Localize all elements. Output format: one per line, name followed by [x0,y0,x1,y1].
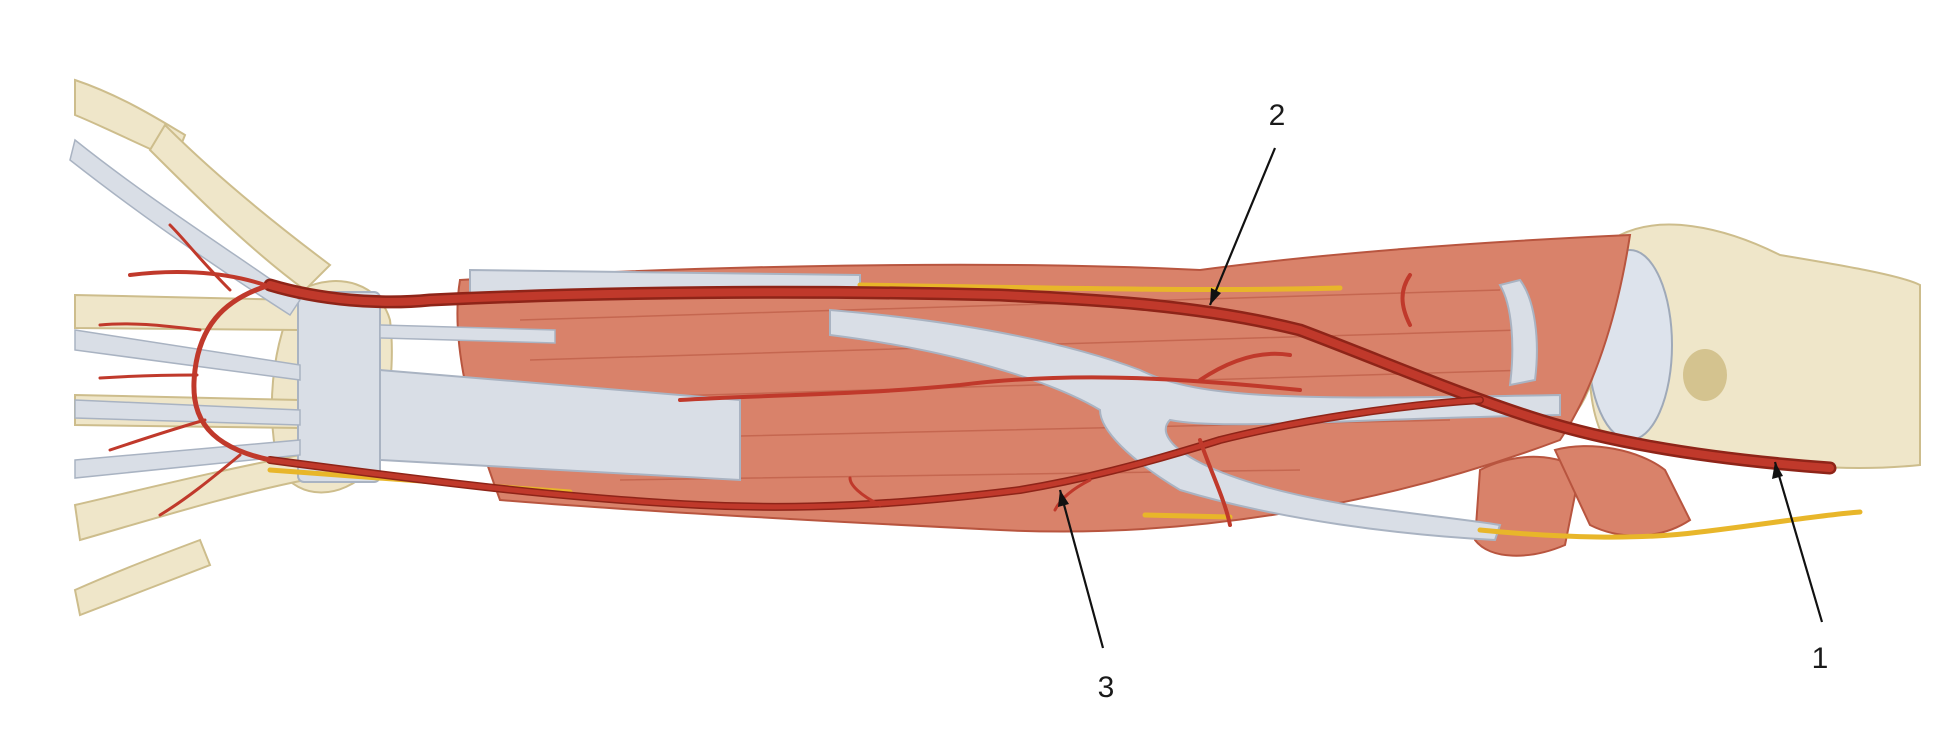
aponeurosis-y [829,308,1561,542]
leader-lines [1058,147,1824,649]
digital-artery-5 [108,418,207,452]
label-3: 3 [1098,671,1115,704]
muscular-branch-3 [1053,478,1092,512]
condyle-pit [1683,349,1727,401]
interosseous-branch [678,375,1302,402]
tendon-to-fingers-2 [74,399,301,426]
leader-arrowheads [1058,288,1783,507]
tendon-to-thumb [69,138,302,317]
leader-line-1 [1773,461,1824,623]
arrowhead-3 [1058,490,1069,507]
humerus-bone [1588,223,1921,469]
label-2: 2 [1269,99,1286,132]
muscular-branch-4 [848,476,882,507]
arteries [98,223,1837,527]
ulnar-artery-highlight [267,397,1483,510]
recurrent-branch [1198,351,1292,382]
arrowhead-2 [1210,288,1221,305]
leader-line-2 [1208,147,1277,306]
digital-artery-1 [128,270,267,287]
biceps-tendon-sheath [1498,278,1538,387]
brachial-artery-highlight [266,281,1834,472]
nerve-upper [857,282,1343,293]
cut-tendon-short [379,324,556,344]
palmar-arch [191,282,273,463]
leader-line-3 [1058,489,1105,649]
nerve-proximal [1477,509,1863,540]
nerve-mid [1142,512,1233,520]
tendon-to-fingers-3 [74,439,301,479]
digital-artery-3 [98,322,202,332]
tendons [69,138,1561,542]
muscle-cut-end [1553,445,1692,537]
muscular-branch-1 [1198,438,1232,527]
digital-artery-2 [168,223,232,292]
tendon-bundle-distal [379,368,741,482]
flexor-retinaculum [297,291,381,483]
digital-artery-4 [98,373,199,380]
finger-bone-6 [73,538,212,617]
arrowhead-1 [1772,462,1783,479]
digital-artery-6 [158,453,242,517]
label-1: 1 [1812,642,1829,675]
muscular-branch-2 [1400,273,1412,327]
tendon-to-fingers-1 [74,329,301,381]
